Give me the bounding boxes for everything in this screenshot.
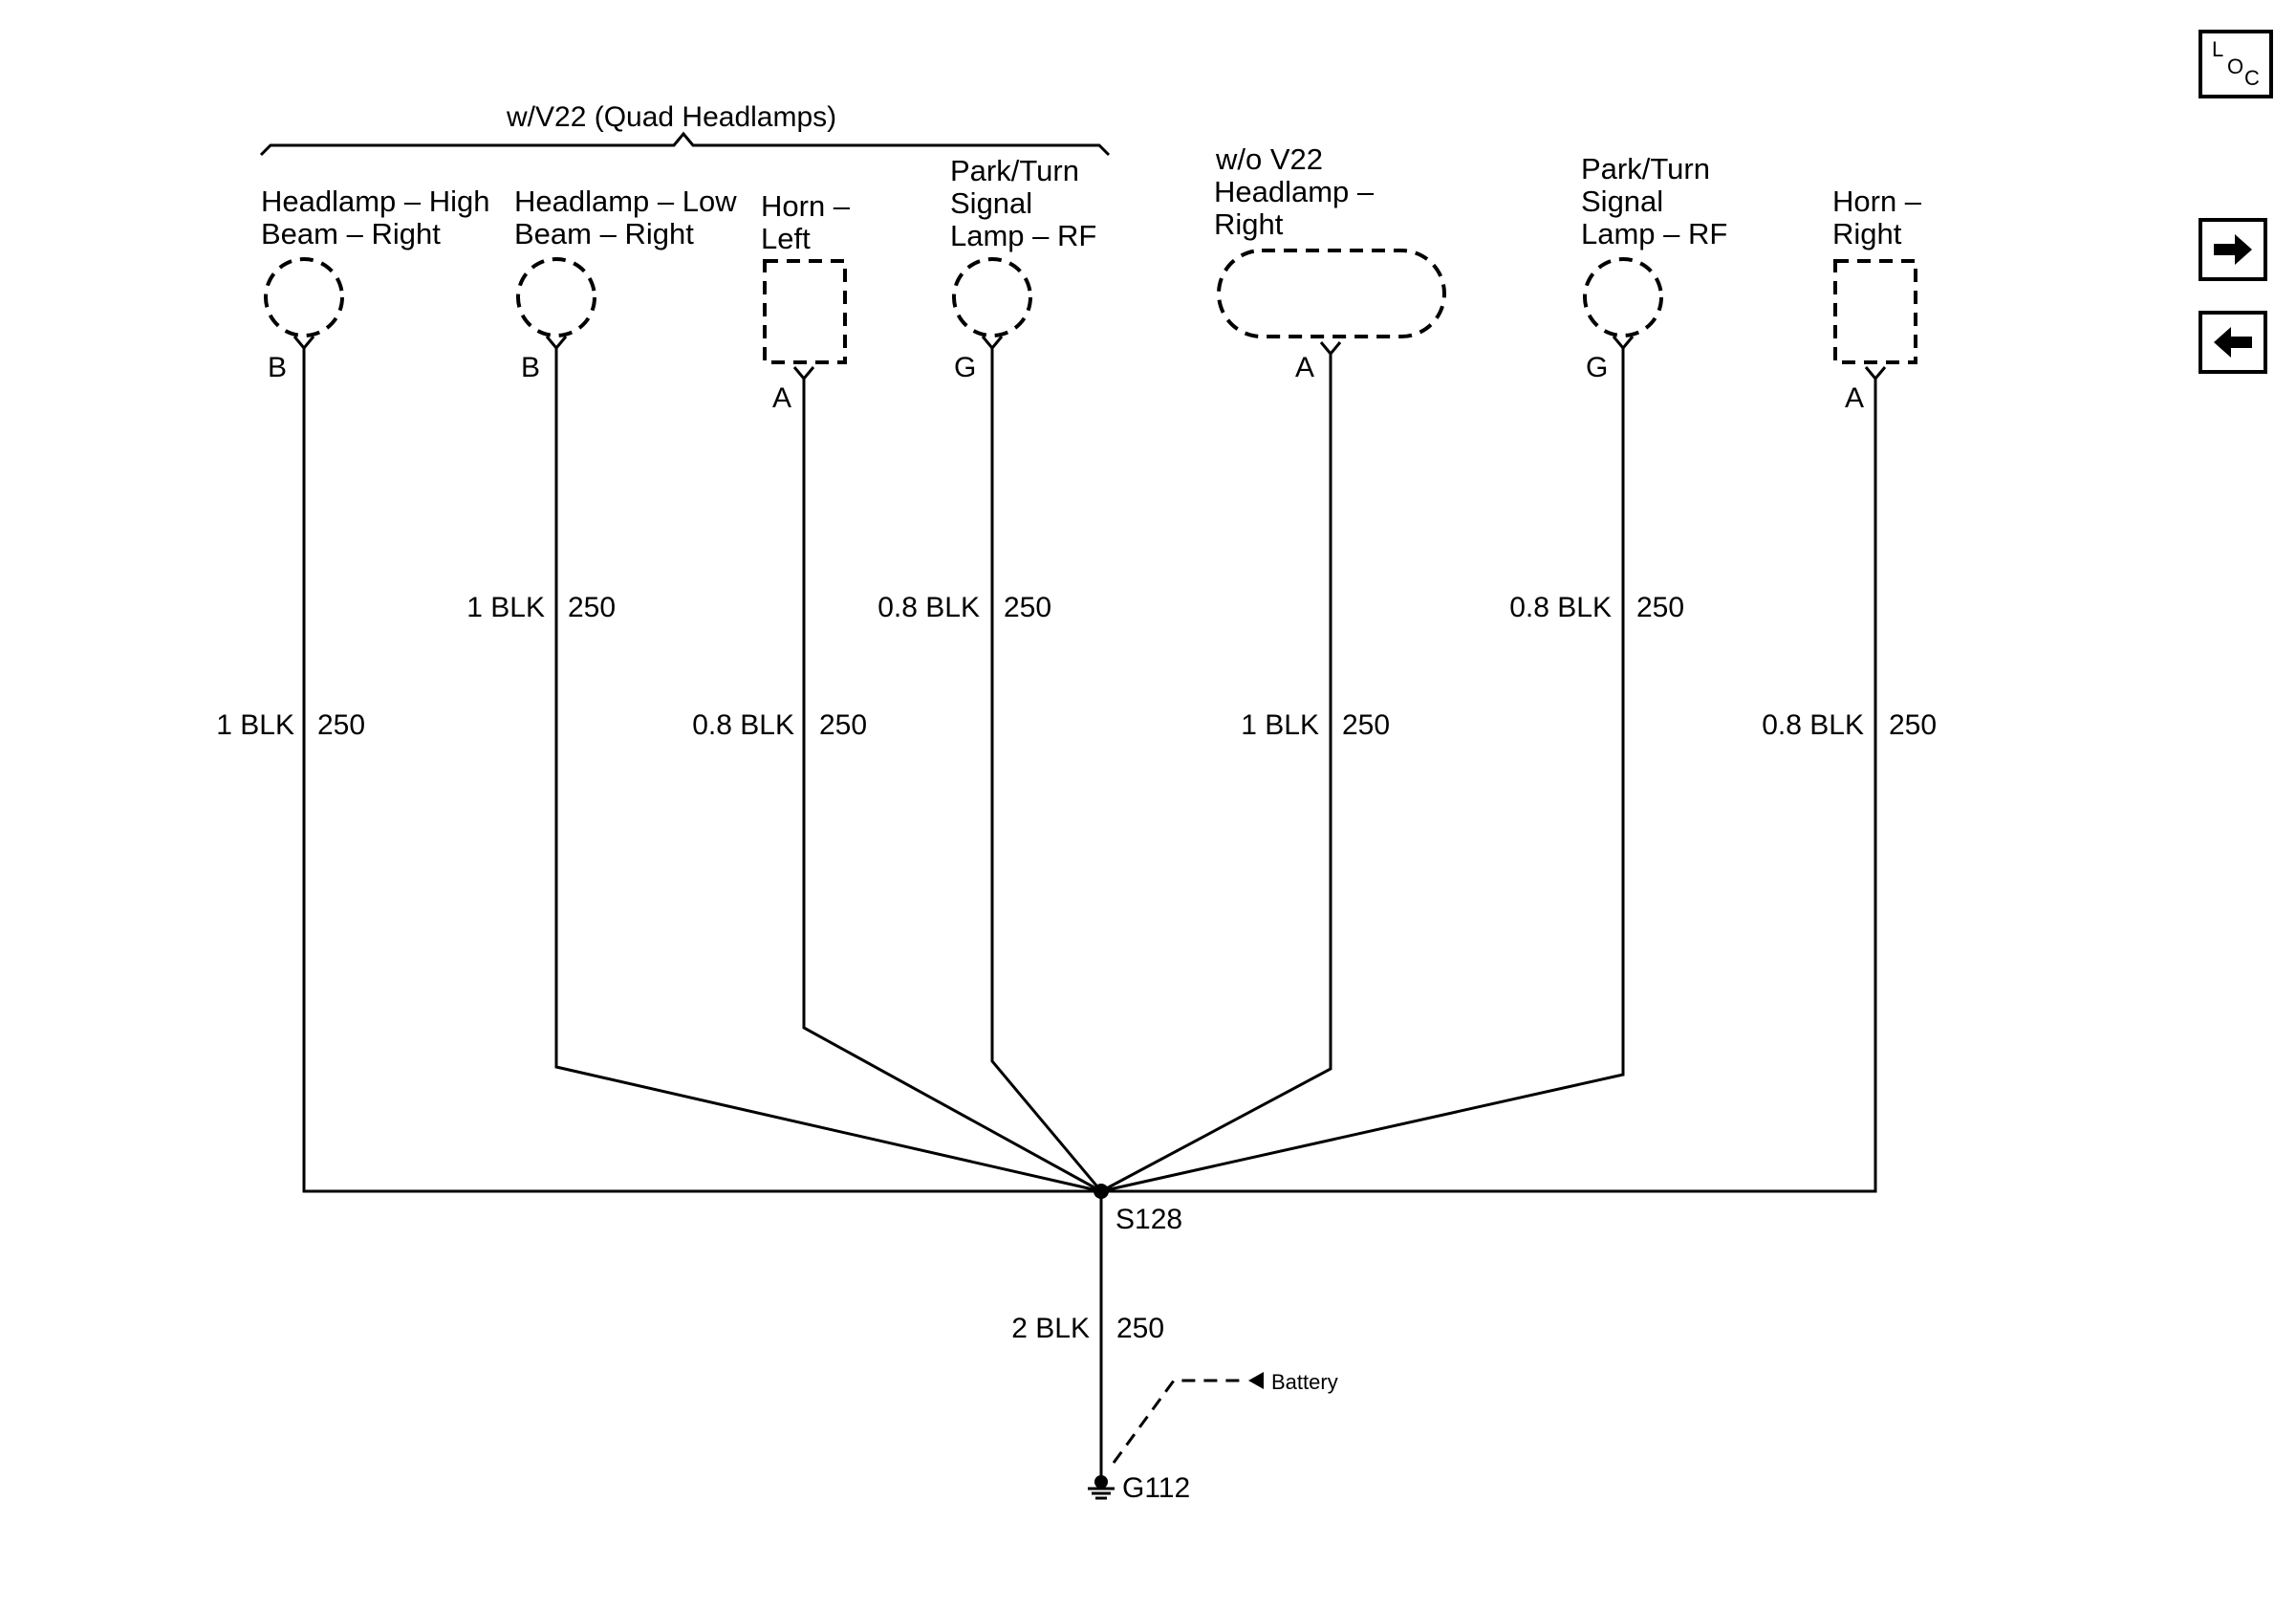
arrow-left-icon [2214, 327, 2252, 358]
connector-pin [1612, 336, 1635, 351]
component-label: Signal [950, 186, 1032, 220]
component-park-turn-lamp-rf: Park/Turn Signal Lamp – RF G 0.8 BLK 250 [1509, 152, 1727, 623]
component-label: Headlamp – Low [514, 185, 737, 218]
component-label: Headlamp – [1214, 175, 1375, 208]
wire-size-label: 2 BLK [1011, 1313, 1090, 1344]
ground-label: G112 [1122, 1472, 1190, 1504]
pin-label: G [954, 352, 976, 383]
wire-park-rf-1 [990, 348, 1103, 1192]
lamp-symbol [264, 257, 344, 337]
loc-letter-c: C [2244, 66, 2260, 90]
next-page-button[interactable] [2199, 218, 2267, 281]
wire-size-label: 0.8 BLK [692, 709, 794, 741]
circuit-label: 250 [819, 709, 867, 741]
connector-pin [1319, 341, 1342, 357]
horn-symbol [1833, 259, 1917, 364]
horn-symbol [763, 259, 847, 364]
lamp-symbol [1217, 249, 1446, 338]
wire-hb-right [302, 348, 1101, 1193]
component-label: Headlamp – High [261, 185, 490, 218]
lamp-symbol [952, 257, 1032, 337]
battery-reference-line [1112, 1379, 1247, 1464]
pin-label: B [268, 352, 287, 383]
connector-pin [792, 366, 815, 381]
component-label: Lamp – RF [950, 219, 1096, 252]
pin-label: G [1586, 352, 1608, 383]
component-label: Left [761, 222, 811, 255]
wire-horn-right [1101, 379, 1877, 1193]
pin-label: A [772, 382, 791, 414]
component-label: Signal [1581, 185, 1663, 218]
wire-size-label: 0.8 BLK [1509, 592, 1612, 623]
group-brace [259, 131, 1111, 157]
loc-letter-o: O [2227, 54, 2244, 78]
lamp-symbol [1583, 257, 1663, 337]
wire-lb-right [554, 348, 1102, 1193]
component-label: Horn – [761, 189, 851, 223]
wire-size-label: 1 BLK [466, 592, 545, 623]
wire-size-label: 0.8 BLK [877, 592, 980, 623]
component-horn-right: Horn – Right A 0.8 BLK 250 [1762, 185, 1937, 741]
splice-label: S128 [1116, 1204, 1182, 1235]
ground-icon [1088, 1475, 1115, 1500]
component-horn-left: Horn – Left A 0.8 BLK 250 [692, 189, 867, 741]
component-label: Right [1214, 207, 1284, 241]
previous-page-button[interactable] [2199, 311, 2267, 374]
component-headlamp-right-without-v22: w/o V22 Headlamp – Right A 1 BLK 250 [1214, 142, 1446, 741]
component-park-turn-lamp-rf-quad: Park/Turn Signal Lamp – RF G 0.8 BLK 250 [877, 154, 1096, 623]
wire-size-label: 1 BLK [216, 709, 294, 741]
connector-pin [292, 336, 315, 351]
component-headlamp-high-beam-right: Headlamp – High Beam – Right B 1 BLK 250 [216, 185, 489, 741]
component-label: Beam – Right [514, 217, 694, 250]
circuit-label: 250 [317, 709, 365, 741]
circuit-label: 250 [1004, 592, 1051, 623]
lamp-symbol [516, 257, 596, 337]
connector-pin [1864, 366, 1887, 381]
wire-size-label: 1 BLK [1241, 709, 1319, 741]
wire-size-label: 0.8 BLK [1762, 709, 1864, 741]
connector-pin [981, 336, 1004, 351]
component-label: Right [1832, 217, 1902, 250]
component-label: Horn – [1832, 185, 1922, 218]
circuit-label: 250 [568, 592, 616, 623]
arrow-right-icon [2214, 234, 2252, 265]
wire-park-rf-2 [1100, 348, 1625, 1193]
wire-headlamp-right [1100, 354, 1332, 1193]
component-label: w/o V22 [1215, 142, 1323, 176]
component-headlamp-low-beam-right: Headlamp – Low Beam – Right B 1 BLK 250 [466, 185, 737, 623]
pin-label: B [521, 352, 540, 383]
component-label: Lamp – RF [1581, 217, 1727, 250]
circuit-label: 250 [1636, 592, 1684, 623]
component-label: Beam – Right [261, 217, 441, 250]
wire-horn-left [802, 379, 1102, 1193]
circuit-label: 250 [1342, 709, 1390, 741]
loc-button[interactable]: L O C [2199, 30, 2273, 98]
battery-arrow-icon [1248, 1372, 1264, 1389]
component-label: Park/Turn [950, 154, 1079, 187]
circuit-label: 250 [1116, 1313, 1164, 1344]
component-label: Park/Turn [1581, 152, 1710, 185]
circuit-label: 250 [1889, 709, 1937, 741]
battery-label: Battery [1271, 1370, 1338, 1394]
connector-pin [545, 336, 568, 351]
pin-label: A [1295, 352, 1314, 383]
loc-letter-l: L [2212, 37, 2224, 61]
pin-label: A [1845, 382, 1864, 414]
group-label: w/V22 (Quad Headlamps) [506, 101, 836, 133]
